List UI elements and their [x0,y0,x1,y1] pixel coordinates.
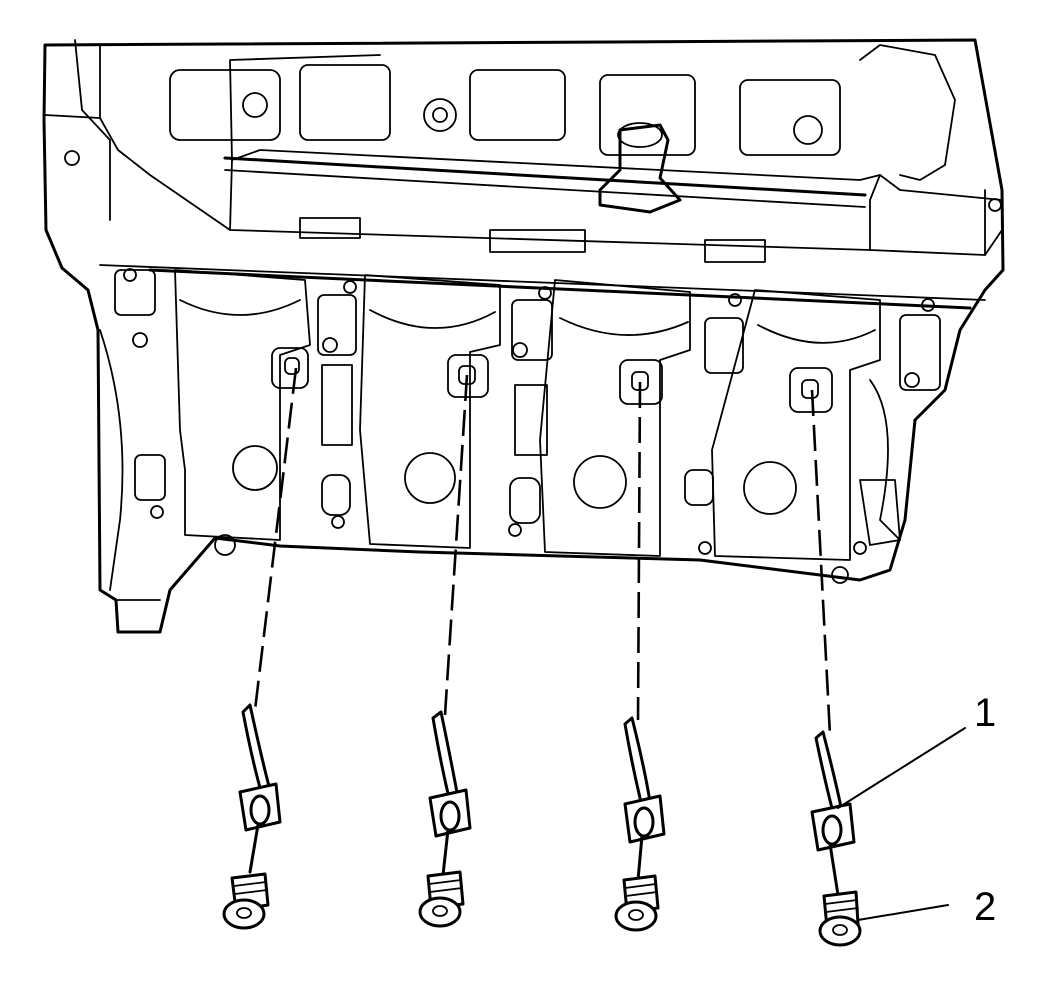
cylinder-bay-1 [174,269,311,541]
jet-bolt-1 [222,872,270,930]
callout-2-label: 2 [974,885,996,929]
skirt-holes [123,268,935,584]
callout-1-label: 1 [974,691,996,735]
cylinder-bay-4 [711,289,881,561]
jet-bolt-2 [418,870,465,928]
cylinder-bay-2 [359,274,501,549]
bearing-webs [114,269,941,546]
callout-1: 1 [837,691,996,809]
piston-oil-jet-1 [238,703,282,874]
cylinder-bay-3 [539,279,691,557]
piston-oil-jet-4 [810,730,856,897]
callout-2-leader [857,904,949,921]
guide-lines [253,367,832,736]
callout-1-leader [837,727,966,809]
jet-bolt-3 [614,874,660,932]
piston-oil-jet-3 [623,716,666,882]
block-outline [42,38,1005,634]
engine-block [42,38,1005,634]
piston-oil-jet-2 [428,710,472,877]
jet-bolt-4 [818,890,862,947]
callout-2: 2 [857,885,996,929]
